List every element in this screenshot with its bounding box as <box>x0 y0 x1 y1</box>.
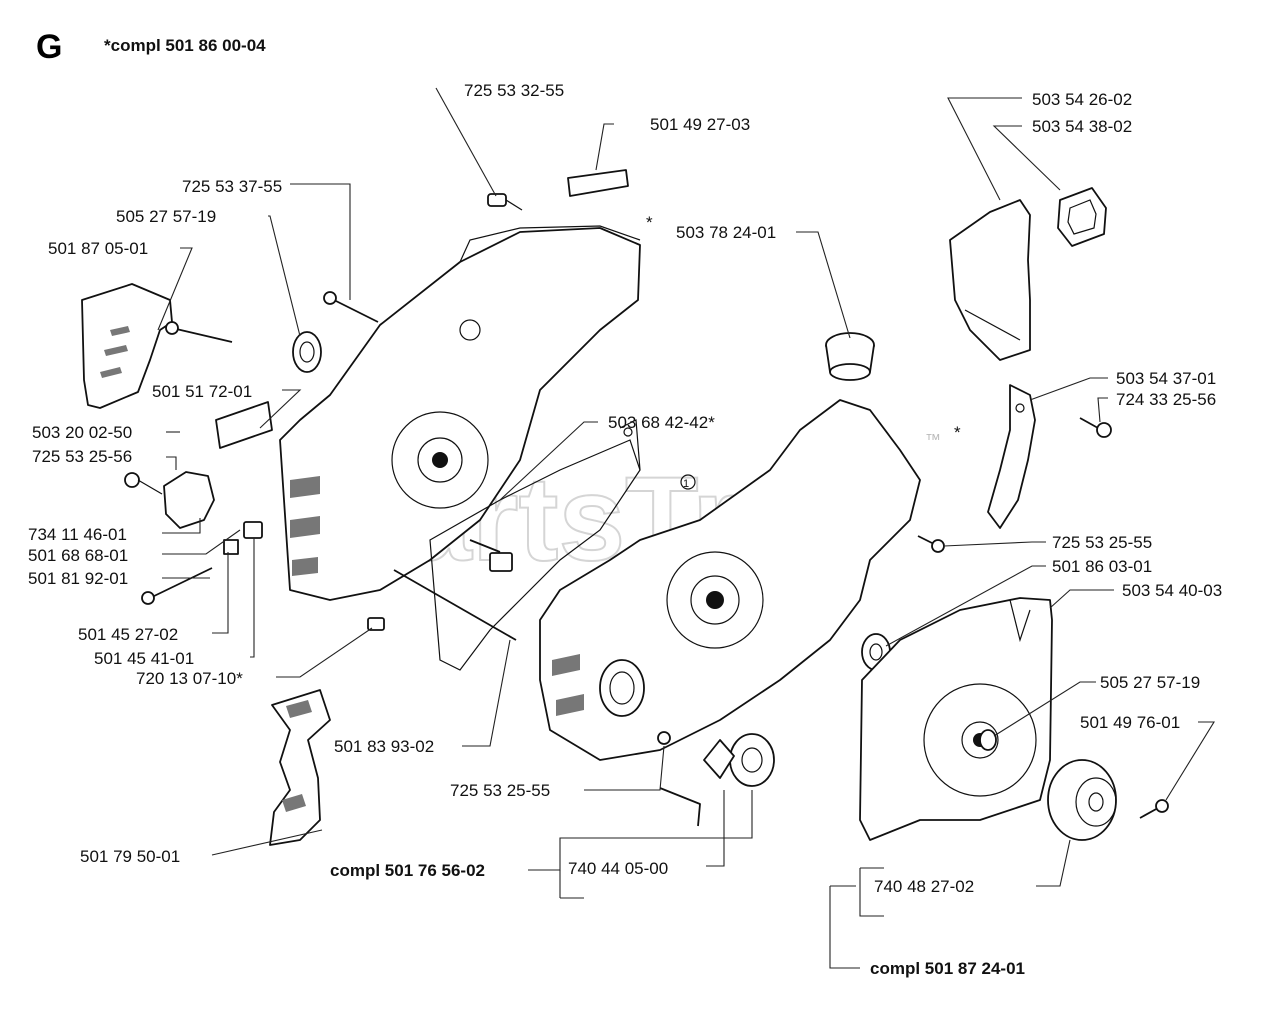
asterisk-marker-top: * <box>646 213 653 232</box>
label-501-49-27-03: 501 49 27-03 <box>650 115 750 134</box>
label-734-11-46-01: 734 11 46-01 <box>28 525 127 544</box>
oil-seal-right <box>979 729 997 751</box>
label-503-54-26-02: 503 54 26-02 <box>1032 90 1132 109</box>
air-guide-cover <box>949 199 1031 361</box>
bumper-spike <box>269 689 331 846</box>
label-740-44-05-00: 740 44 05-00 <box>568 859 668 878</box>
label-725-53-25-55-right: 725 53 25-55 <box>1052 533 1152 552</box>
screw-top <box>487 193 523 211</box>
right-screw <box>917 535 945 553</box>
label-725-53-32-55: 725 53 32-55 <box>464 81 564 100</box>
label-503-54-37-01: 503 54 37-01 <box>1116 369 1216 388</box>
bar-stud <box>469 539 513 572</box>
section-letter: G <box>36 28 62 66</box>
chain-guard-plate <box>81 283 173 409</box>
label-501-68-68-01: 501 68 68-01 <box>28 546 128 565</box>
label-501-49-76-01: 501 49 76-01 <box>1080 713 1180 732</box>
label-501-87-05-01: 501 87 05-01 <box>48 239 148 258</box>
deflector-screw <box>1079 417 1112 438</box>
deflector-plate <box>987 384 1036 529</box>
label-501-81-92-01: 501 81 92-01 <box>28 569 128 588</box>
label-720-13-07-10: 720 13 07-10* <box>136 669 243 688</box>
label-501-83-93-02: 501 83 93-02 <box>334 737 434 756</box>
starter-pulley <box>1047 759 1117 841</box>
cover-seal <box>1057 187 1107 247</box>
label-503-78-24-01: 503 78 24-01 <box>676 223 776 242</box>
label-501-86-03-01: 501 86 03-01 <box>1052 557 1152 576</box>
label-503-20-02-50: 503 20 02-50 <box>32 423 132 442</box>
label-503-54-38-02: 503 54 38-02 <box>1032 117 1132 136</box>
pulley-screw <box>1139 799 1169 819</box>
oil-pump-assembly <box>657 731 775 827</box>
starter-cover-plate <box>859 597 1053 841</box>
part-labels: 725 53 32-55 501 49 27-03 725 53 37-55 5… <box>28 81 1222 978</box>
leader-lines <box>157 87 1215 969</box>
assembly-title: *compl 501 86 00-04 <box>104 36 266 55</box>
long-screw <box>323 291 379 323</box>
label-725-53-37-55: 725 53 37-55 <box>182 177 282 196</box>
watermark-trademark: ™ <box>925 432 941 449</box>
label-725-53-25-56: 725 53 25-56 <box>32 447 132 466</box>
bracket <box>567 169 629 197</box>
label-724-33-25-56: 724 33 25-56 <box>1116 390 1216 409</box>
label-740-48-27-02: 740 48 27-02 <box>874 877 974 896</box>
label-compl-501-87-24-01: compl 501 87 24-01 <box>870 959 1025 978</box>
oil-seal-left <box>292 331 322 373</box>
label-501-45-41-01: 501 45 41-01 <box>94 649 194 668</box>
callout-number: 1 <box>683 478 689 490</box>
label-501-79-50-01: 501 79 50-01 <box>80 847 180 866</box>
label-503-54-40-03: 503 54 40-03 <box>1122 581 1222 600</box>
label-503-68-42-42: 503 68 42-42* <box>608 413 715 432</box>
label-725-53-25-55-mid: 725 53 25-55 <box>450 781 550 800</box>
left-crankcase-half <box>279 225 641 601</box>
rubber-mount <box>825 332 875 381</box>
dowel-pin <box>393 569 517 641</box>
chain-tensioner <box>124 321 385 631</box>
crankcase-gasket <box>429 419 641 671</box>
label-501-45-27-02: 501 45 27-02 <box>78 625 178 644</box>
callout-marker: 1 <box>680 474 696 490</box>
label-505-27-57-19-left: 505 27 57-19 <box>116 207 216 226</box>
label-505-27-57-19-right: 505 27 57-19 <box>1100 673 1200 692</box>
asterisk-marker-right: * <box>954 423 961 442</box>
right-crankcase-half <box>539 399 921 761</box>
label-compl-501-76-56-02: compl 501 76 56-02 <box>330 861 485 880</box>
label-501-51-72-01: 501 51 72-01 <box>152 382 252 401</box>
